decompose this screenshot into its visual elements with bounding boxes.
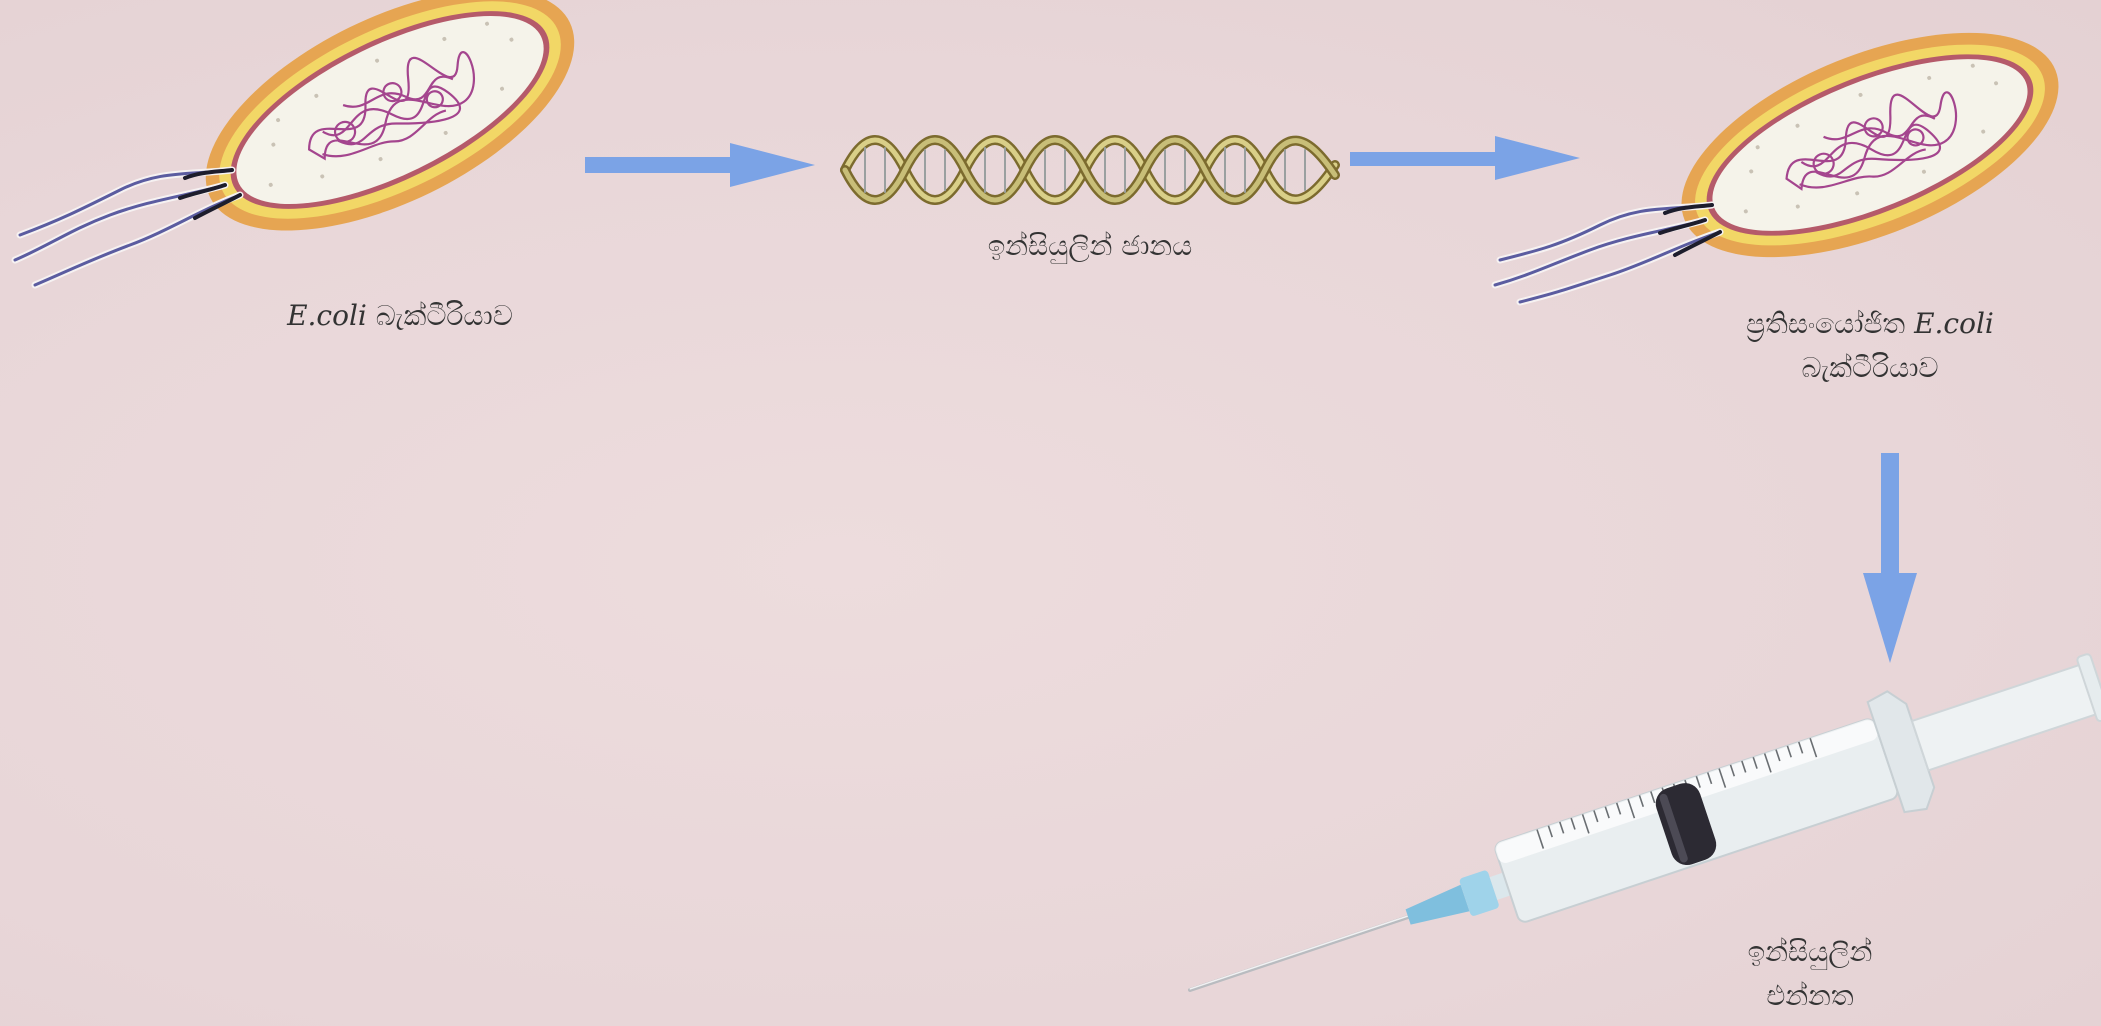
injection-label-line2: එන්නත — [1660, 974, 1960, 1018]
insulin-gene-label: ඉන්සියුලින් ජානය — [890, 226, 1290, 266]
ecoli-italic-text: E.coli — [287, 299, 367, 332]
injection-label-line1: ඉන්සියුලින් — [1660, 930, 1960, 974]
insulin-syringe-icon — [1170, 625, 2101, 1005]
recombinant-prefix-text: ප්‍රතිසංයෝජිත — [1746, 307, 1914, 340]
insulin-injection-label: ඉන්සියුලින් එන්නත — [1660, 930, 1960, 1018]
recombinant-ecoli-label: ප්‍රතිසංයෝජිත E.coli බැක්ටීරියාව — [1650, 302, 2090, 390]
recombinant-ecoli-bacterium-icon — [1480, 20, 2095, 310]
ecoli-rest-text: බැක්ටීරියාව — [367, 299, 513, 332]
ecoli-bacterium-icon — [0, 0, 600, 300]
insulin-gene-dna-helix-icon — [835, 120, 1345, 220]
recombinant-label-line1: ප්‍රතිසංයෝජිත E.coli — [1650, 302, 2090, 346]
arrow-right-icon — [580, 135, 820, 195]
ecoli-bacterium-label: E.coli බැක්ටීරියාව — [200, 296, 600, 336]
recombinant-italic-text: E.coli — [1914, 307, 1994, 340]
recombinant-label-line2: බැක්ටීරියාව — [1650, 346, 2090, 390]
